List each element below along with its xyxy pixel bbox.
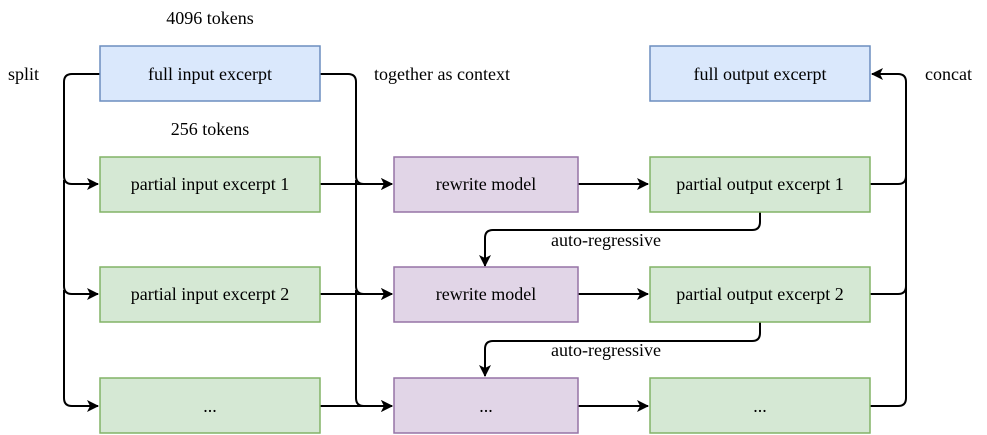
auto-regressive-label-1: auto-regressive	[551, 230, 661, 250]
partial-input-rect-2	[99, 266, 321, 323]
auto-regressive-edge-2	[479, 322, 761, 377]
full-output-label: full output excerpt	[694, 64, 827, 84]
full-input-rect	[99, 45, 321, 102]
rewrite-model-box-2: rewrite model	[393, 266, 579, 323]
context-edge-1	[320, 73, 393, 190]
split-edge-3	[63, 290, 99, 412]
partial-input-label-3: ...	[203, 396, 217, 416]
partial-output-rect-1	[649, 156, 871, 213]
partial-input-box-1: partial input excerpt 1	[99, 156, 321, 213]
partial-output-label-1: partial output excerpt 1	[676, 174, 843, 194]
partial-input-rect-1	[99, 156, 321, 213]
partial-output-box-1: partial output excerpt 1	[649, 156, 871, 213]
full-input-box: full input excerpt	[99, 45, 321, 102]
concat-label: concat	[925, 64, 972, 84]
partial-output-label-3: ...	[753, 396, 767, 416]
tokens-partial-label: 256 tokens	[171, 119, 250, 139]
full-input-label: full input excerpt	[148, 64, 272, 84]
partial-output-box-2: partial output excerpt 2	[649, 266, 871, 323]
rewrite-model-box-3: ...	[393, 377, 579, 434]
auto-regressive-label-2: auto-regressive	[551, 340, 661, 360]
edges	[63, 68, 907, 412]
concat-edge-1	[870, 175, 907, 185]
rewrite-model-label-3: ...	[479, 396, 493, 416]
partial-input-label-2: partial input excerpt 2	[131, 284, 289, 304]
rewrite-model-rect-1	[393, 156, 579, 213]
partial-output-label-2: partial output excerpt 2	[676, 284, 843, 304]
rewrite-model-label-1: rewrite model	[436, 174, 536, 194]
split-edge-2	[63, 180, 99, 300]
partial-output-rect-2	[649, 266, 871, 323]
concat-edge-3	[870, 68, 907, 407]
partial-input-label-1: partial input excerpt 1	[131, 174, 289, 194]
rewrite-model-box-1: rewrite model	[393, 156, 579, 213]
context-edge-2	[355, 180, 393, 300]
partial-output-rect-3	[649, 377, 871, 434]
auto-regressive-edge-1	[479, 212, 761, 267]
partial-output-box-3: ...	[649, 377, 871, 434]
full-output-box: full output excerpt	[649, 45, 871, 102]
together-label: together as context	[374, 64, 510, 84]
context-edge-3	[355, 290, 393, 412]
partial-input-box-2: partial input excerpt 2	[99, 266, 321, 323]
rewrite-model-rect-2	[393, 266, 579, 323]
partial-input-rect-3	[99, 377, 321, 434]
full-output-rect	[649, 45, 871, 102]
tokens-full-label: 4096 tokens	[166, 8, 254, 28]
split-label: split	[8, 64, 39, 84]
rewrite-model-label-2: rewrite model	[436, 284, 536, 304]
concat-edge-2	[870, 285, 907, 295]
partial-input-box-3: ...	[99, 377, 321, 434]
rewrite-model-rect-3	[393, 377, 579, 434]
split-edge-1	[63, 73, 100, 190]
